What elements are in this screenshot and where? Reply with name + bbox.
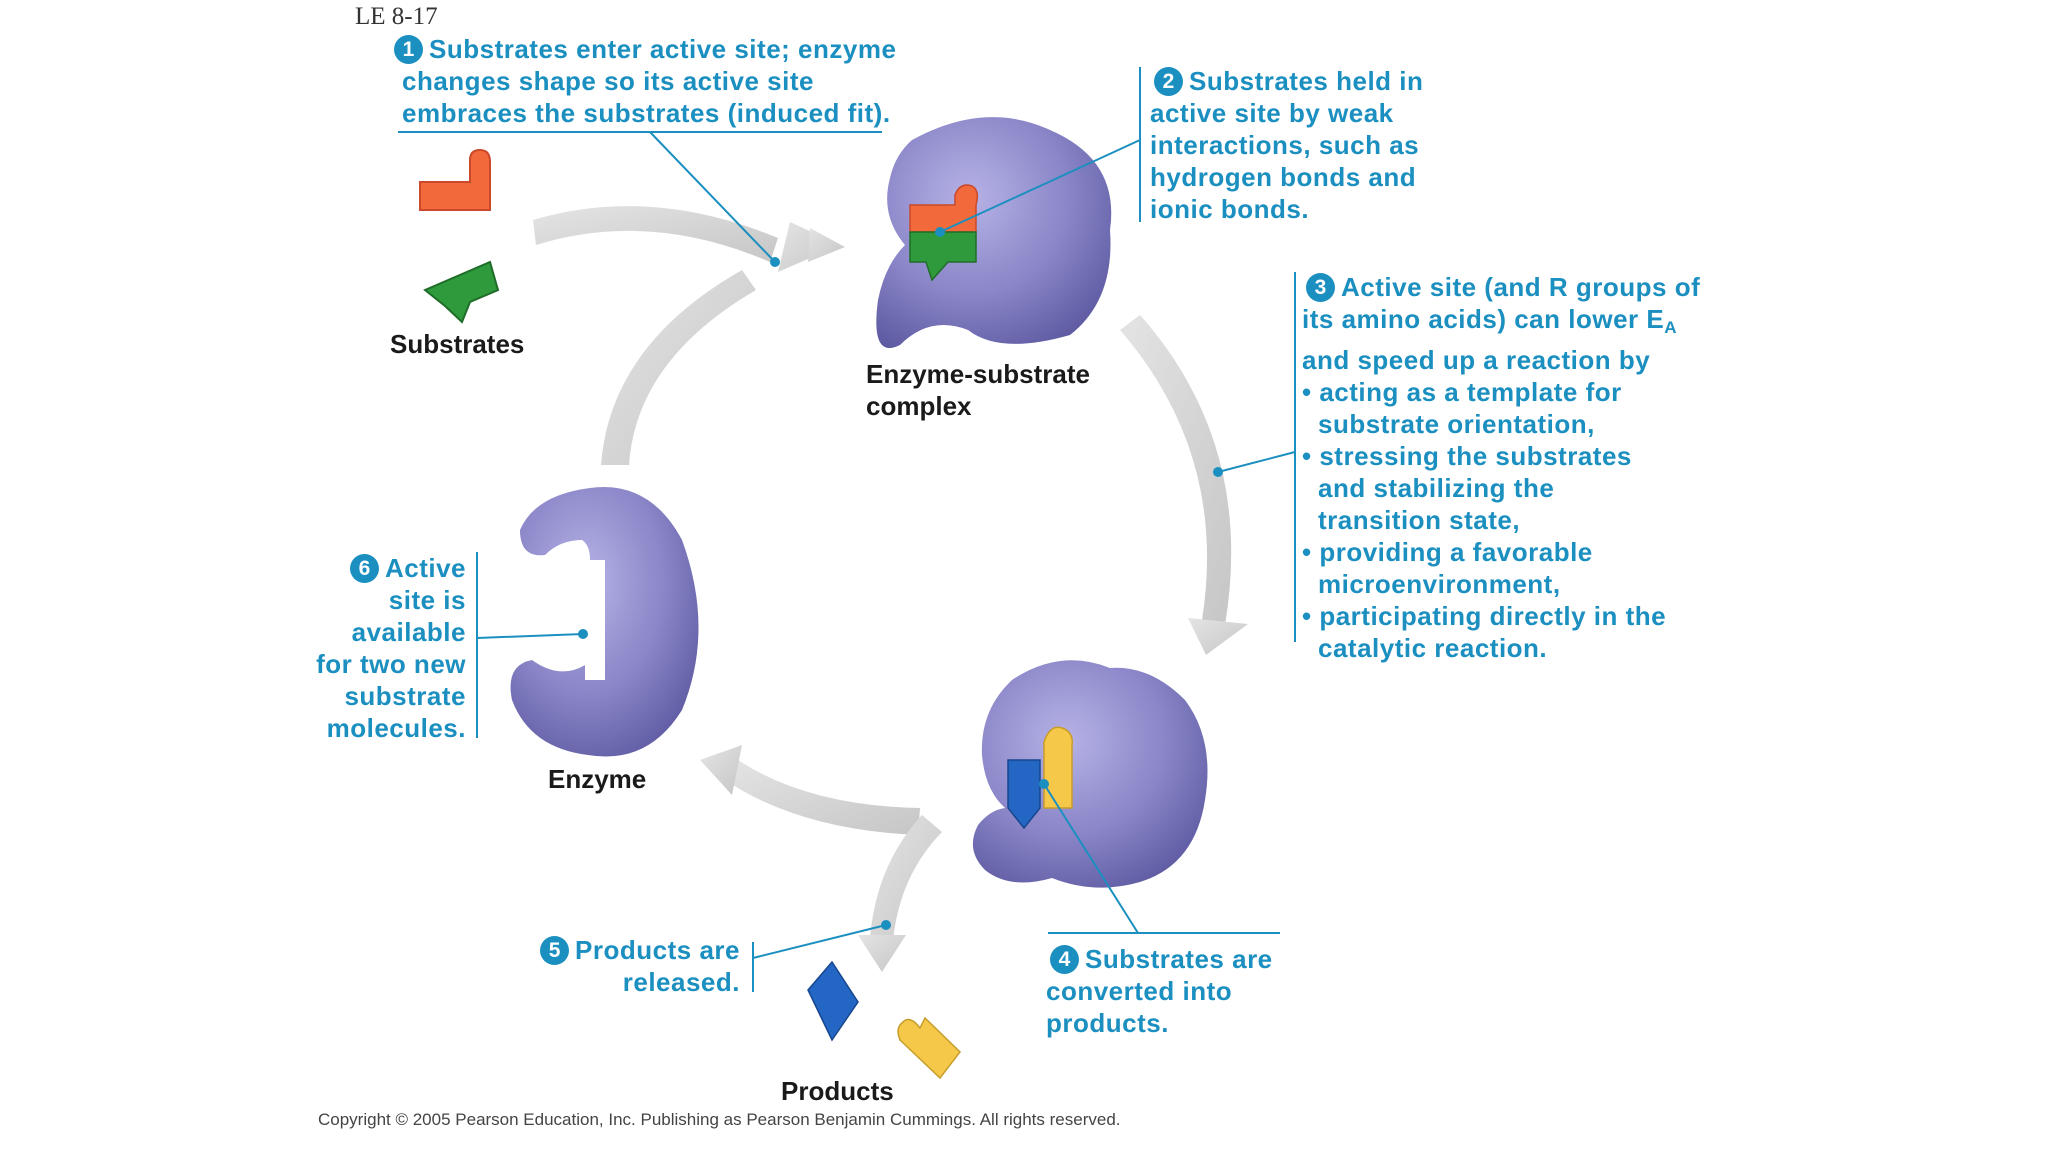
step-3-bullet-1-line-1: • acting as a template for xyxy=(1302,377,1622,407)
enzyme-product-complex-shape xyxy=(972,660,1208,888)
step-6-line-2: site is xyxy=(388,585,466,615)
complex-label-line-2: complex xyxy=(866,391,972,421)
step-2-line-4: hydrogen bonds and xyxy=(1150,162,1417,192)
step-2-line-3: interactions, such as xyxy=(1150,130,1420,160)
step-6-line-5: substrate xyxy=(344,681,466,711)
step-3-bullet-4: • participating directly in the catalyti… xyxy=(1302,600,1700,664)
step-3-intro-line-2: its amino acids) can lower E xyxy=(1302,304,1665,334)
step-2-line-1: Substrates held in xyxy=(1189,66,1424,96)
arrow-enzyme-to-complex xyxy=(601,270,756,465)
step-3-intro-line-1: Active site (and R groups of xyxy=(1341,272,1701,302)
substrate-green xyxy=(423,260,500,324)
step-5-line-1: Products are xyxy=(575,935,740,965)
arrow-enzyme-head xyxy=(700,745,742,795)
leader-lines xyxy=(398,67,1296,992)
step-6-line-1: Active xyxy=(384,553,466,583)
step-3-bullet-4-line-1: • participating directly in the xyxy=(1302,601,1667,631)
products-label: Products xyxy=(781,1076,894,1106)
figure-label: LE 8-17 xyxy=(355,3,438,30)
step-3-bullet-2: • stressing the substrates and stabilizi… xyxy=(1302,440,1700,536)
enzyme-shape xyxy=(510,487,699,757)
complex-label: Enzyme-substrate complex xyxy=(866,358,1090,422)
enzyme-substrate-complex-shape xyxy=(876,117,1112,348)
step-6-line-6: molecules. xyxy=(326,713,466,743)
copyright-notice: Copyright © 2005 Pearson Education, Inc.… xyxy=(318,1110,1121,1129)
step-6-line-3: available xyxy=(351,617,466,647)
step-1-line-2: changes shape so its active site xyxy=(402,66,814,96)
step-4-line-2: converted into xyxy=(1046,976,1233,1006)
product-blue xyxy=(807,960,859,1042)
step-1-line-3: embraces the substrates (induced fit). xyxy=(402,98,891,128)
step-4-line-3: products. xyxy=(1046,1008,1169,1038)
complex-label-line-1: Enzyme-substrate xyxy=(866,359,1090,389)
step-3-bullet-1-line-2: substrate orientation, xyxy=(1318,409,1595,439)
step-3-bullet-3: • providing a favorable microenvironment… xyxy=(1302,536,1700,600)
step-4-line-1: Substrates are xyxy=(1085,944,1273,974)
step-3-bullet-2-line-3: transition state, xyxy=(1318,505,1521,535)
arrow-release-products xyxy=(870,815,942,940)
step-3-subscript: A xyxy=(1664,318,1677,337)
step-3-number: 3 xyxy=(1306,273,1335,302)
step-3-bullet-4-line-2: catalytic reaction. xyxy=(1318,633,1548,663)
enzyme-label: Enzyme xyxy=(548,764,647,794)
step-6-line-4: for two new xyxy=(316,649,466,679)
step-1-number: 1 xyxy=(394,35,423,64)
step-5-number: 5 xyxy=(540,936,570,965)
step-1-line-1: Substrates enter active site; enzyme xyxy=(429,34,897,64)
step-3-bullet-2-line-2: and stabilizing the xyxy=(1318,473,1555,503)
step-2-line-5: ionic bonds. xyxy=(1150,194,1310,224)
substrates-label: Substrates xyxy=(390,329,525,359)
step-3-bullet-2-line-1: • stressing the substrates xyxy=(1302,441,1632,471)
step-2-line-2: active site by weak xyxy=(1150,98,1394,128)
arrow-complex-to-converted xyxy=(1120,315,1232,625)
step-3-intro-line-3: and speed up a reaction by xyxy=(1302,345,1651,375)
arrow-converted-head xyxy=(1188,618,1248,655)
step-2-number: 2 xyxy=(1154,67,1183,96)
step-4-number: 4 xyxy=(1050,945,1079,974)
arrow-substrates-to-complex xyxy=(533,206,778,262)
step-3-bullet-3-line-1: • providing a favorable xyxy=(1302,537,1593,567)
step-5-line-2: released. xyxy=(622,967,740,997)
arrow-products-head xyxy=(858,935,906,972)
cycle-arrows xyxy=(533,206,1248,972)
step-3-bullet-3-line-2: microenvironment, xyxy=(1318,569,1561,599)
product-yellow xyxy=(897,1016,962,1080)
step-6-number: 6 xyxy=(349,554,379,583)
step-3-bullet-1: • acting as a template for substrate ori… xyxy=(1302,376,1700,440)
substrate-orange xyxy=(419,148,491,211)
arrow-converted-to-enzyme xyxy=(725,760,920,835)
